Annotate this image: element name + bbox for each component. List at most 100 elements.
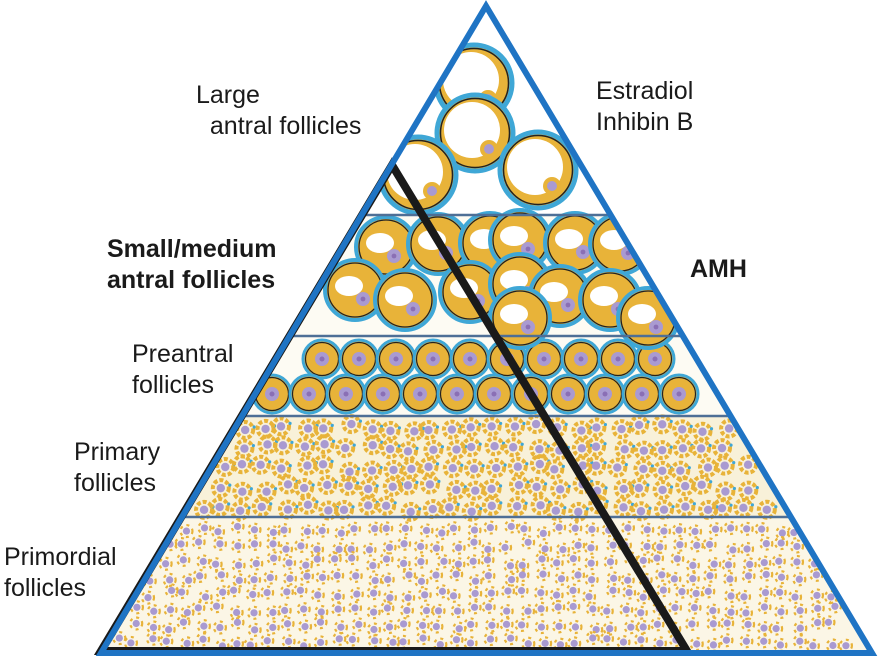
primordial-follicle: [739, 521, 754, 536]
primordial-oocyte: [467, 620, 475, 629]
primordial-follicle: [503, 631, 518, 646]
primary-oocyte: [721, 487, 730, 496]
primordial-follicle: [566, 599, 581, 614]
primordial-oocyte: [760, 637, 768, 645]
primordial-oocyte: [385, 543, 394, 552]
primary-follicle: [376, 495, 397, 516]
primordial-oocyte: [559, 546, 567, 554]
primordial-follicle: [414, 574, 429, 589]
primary-follicle: [250, 454, 271, 475]
preantral-nucleus: [565, 391, 571, 397]
primordial-oocyte: [370, 608, 378, 616]
primordial-follicle: [281, 555, 297, 570]
primordial-oocyte: [283, 588, 291, 596]
primordial-follicle: [331, 542, 347, 557]
primary-theca-cell: [669, 419, 673, 423]
primordial-oocyte: [370, 589, 378, 597]
primary-oocyte: [303, 424, 313, 433]
primordial-follicle: [702, 537, 717, 552]
primordial-follicle: [708, 522, 723, 537]
primordial-follicle: [266, 551, 281, 566]
primordial-follicle: [212, 620, 228, 635]
primordial-follicle: [331, 601, 346, 617]
primary-theca-cell: [648, 506, 652, 510]
primary-follicle: [712, 438, 733, 459]
primordial-oocyte: [760, 558, 768, 567]
primordial-oocyte: [796, 624, 804, 632]
primordial-follicle: [599, 631, 615, 646]
primordial-follicle: [451, 540, 466, 555]
primordial-follicle: [483, 631, 498, 647]
primordial-oocyte: [269, 608, 277, 617]
primary-oocyte: [452, 485, 461, 495]
primordial-oocyte: [795, 575, 803, 583]
primordial-oocyte: [316, 618, 325, 626]
primordial-follicle: [504, 519, 519, 534]
primordial-follicle: [399, 603, 415, 618]
primordial-follicle: [293, 538, 309, 554]
primordial-follicle: [773, 604, 789, 619]
primary-oocyte: [577, 426, 586, 435]
primary-oocyte: [471, 486, 480, 495]
primary-oocyte: [512, 502, 522, 511]
primordial-oocyte: [814, 604, 822, 612]
primordial-oocyte: [796, 607, 804, 615]
primordial-oocyte: [517, 621, 526, 629]
primordial-follicle: [481, 599, 496, 615]
primordial-follicle: [468, 574, 483, 589]
primordial-follicle: [300, 524, 315, 539]
primordial-follicle: [208, 557, 223, 572]
primordial-oocyte: [606, 558, 615, 566]
primary-follicle: [550, 479, 571, 500]
primordial-follicle: [757, 555, 772, 570]
primary-theca-cell: [460, 463, 464, 467]
primordial-oocyte: [722, 636, 731, 644]
primordial-oocyte: [370, 625, 378, 634]
primary-theca-cell: [478, 422, 482, 426]
primordial-oocyte: [758, 525, 766, 533]
primordial-oocyte: [417, 558, 425, 566]
primordial-follicle: [468, 586, 483, 601]
primary-theca-cell: [526, 480, 530, 484]
primordial-oocyte: [793, 542, 801, 551]
primordial-follicle: [467, 600, 482, 615]
primordial-oocyte: [727, 608, 735, 616]
primary-oocyte: [487, 422, 496, 431]
primordial-follicle: [174, 584, 189, 600]
primordial-follicle: [451, 557, 466, 572]
primordial-oocyte: [355, 620, 363, 629]
primordial-follicle: [633, 605, 648, 620]
primary-follicle: [294, 478, 315, 499]
primordial-oocyte: [484, 545, 492, 553]
primordial-follicle: [792, 634, 807, 649]
primary-theca-cell: [478, 442, 482, 446]
primordial-follicle: [191, 600, 206, 615]
primordial-follicle: [500, 583, 516, 599]
primary-theca-cell: [356, 481, 360, 485]
label-amh: AMH: [690, 255, 747, 283]
primordial-oocyte: [588, 576, 596, 584]
primordial-oocyte: [199, 635, 207, 643]
primordial-oocyte: [263, 588, 271, 597]
primary-theca-cell: [334, 480, 338, 484]
primordial-follicle: [212, 536, 228, 551]
primary-oocyte: [508, 443, 518, 452]
primordial-oocyte: [166, 606, 175, 614]
primordial-follicle: [226, 583, 241, 598]
primary-oocyte: [324, 506, 333, 515]
primary-oocyte: [344, 481, 353, 491]
primordial-follicle: [719, 633, 734, 648]
primary-follicle: [613, 497, 634, 518]
primordial-follicle: [759, 536, 774, 551]
primordial-follicle: [345, 632, 360, 647]
primordial-follicle: [633, 632, 649, 647]
primordial-oocyte: [814, 618, 822, 627]
primordial-oocyte: [555, 523, 563, 531]
primordial-oocyte: [777, 573, 786, 581]
primordial-follicle: [504, 572, 519, 587]
primordial-follicle: [771, 554, 786, 569]
primary-theca-cell: [252, 425, 256, 429]
primary-follicle: [697, 457, 718, 478]
primary-theca-cell: [251, 444, 256, 448]
primordial-oocyte: [588, 525, 596, 533]
